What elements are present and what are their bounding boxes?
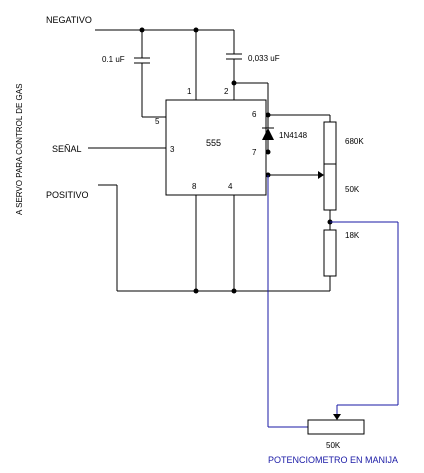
capacitor-c2 bbox=[226, 30, 242, 83]
external-pot-wires bbox=[267, 175, 399, 428]
pin-1-number: 1 bbox=[187, 87, 192, 96]
side-label: A SERVO PARA CONTROL DE GAS bbox=[15, 84, 24, 215]
pin-3-number: 3 bbox=[170, 145, 175, 154]
pin-5-number: 5 bbox=[155, 117, 160, 126]
junction-dot bbox=[193, 288, 199, 294]
capacitor-c1 bbox=[134, 30, 166, 118]
senal-label: SEÑAL bbox=[52, 144, 82, 154]
pin-8-number: 8 bbox=[192, 182, 197, 191]
negativo-label: NEGATIVO bbox=[46, 15, 92, 25]
handle-pot-wiper bbox=[333, 414, 341, 420]
positivo-wire bbox=[98, 184, 331, 292]
pin6-wire bbox=[266, 114, 331, 122]
r1-label: 680K bbox=[345, 137, 364, 146]
pot1-label: 50K bbox=[345, 185, 360, 194]
c1-label: 0.1 uF bbox=[102, 55, 125, 64]
pin2-6-node-wire bbox=[233, 82, 269, 115]
pin-2-number: 2 bbox=[224, 87, 229, 96]
diode-1n4148 bbox=[262, 115, 274, 152]
c2-label: 0,033 uF bbox=[248, 54, 280, 63]
pot-caption: POTENCIOMETRO EN MANIJA bbox=[268, 455, 398, 465]
pin-7-number: 7 bbox=[252, 148, 257, 157]
pot-50k-trimmer bbox=[323, 163, 337, 211]
trimmer-wiper bbox=[268, 171, 324, 179]
pot-50k-handle bbox=[307, 419, 365, 435]
ic-name: 555 bbox=[206, 138, 221, 148]
diode-label: 1N4148 bbox=[279, 131, 308, 140]
pot2-label: 50K bbox=[326, 441, 341, 450]
positivo-label: POSITIVO bbox=[46, 190, 89, 200]
junction-dot bbox=[231, 288, 237, 294]
resistor-18k bbox=[323, 229, 337, 277]
pin-6-number: 6 bbox=[252, 110, 257, 119]
resistor-680k bbox=[323, 121, 337, 165]
r2-label: 18K bbox=[345, 231, 360, 240]
pin-4-number: 4 bbox=[228, 182, 233, 191]
